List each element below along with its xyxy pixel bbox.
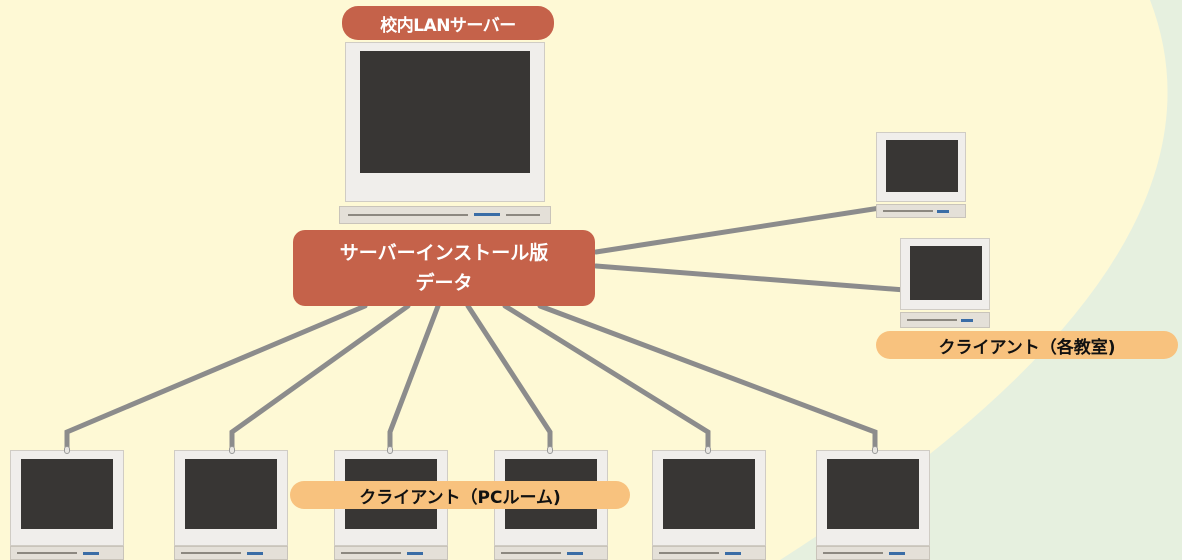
server-computer — [339, 42, 551, 224]
link-pc-3 — [387, 303, 441, 458]
server-screen — [360, 51, 530, 173]
server-base — [339, 206, 551, 224]
client-classroom-2 — [900, 238, 990, 328]
server-data-box: サーバーインストール版 データ — [293, 230, 595, 306]
server-label: 校内LANサーバー — [342, 6, 554, 40]
client-classroom-label: クライアント（各教室) — [876, 331, 1178, 359]
client-pcroom-1 — [10, 446, 124, 560]
link-pc-2 — [229, 303, 411, 458]
client-pcroom-2 — [174, 446, 288, 560]
client-pcroom-5 — [652, 446, 766, 560]
network-port-icon — [705, 446, 711, 454]
link-pc-1 — [64, 303, 368, 458]
network-port-icon — [547, 446, 553, 454]
data-box-line1: サーバーインストール版 — [339, 242, 549, 264]
client-classroom-1 — [876, 132, 966, 218]
network-port-icon — [387, 446, 393, 454]
link-server-classroom-1 — [593, 205, 883, 255]
client-pcroom-6 — [816, 446, 930, 560]
network-port-icon — [229, 446, 235, 454]
network-port-icon — [872, 446, 878, 454]
client-pcroom-label: クライアント（PCルーム) — [290, 481, 630, 509]
server-monitor — [345, 42, 545, 202]
link-server-classroom-2 — [593, 263, 908, 293]
data-box-line2: データ — [415, 272, 473, 294]
network-port-icon — [64, 446, 70, 454]
